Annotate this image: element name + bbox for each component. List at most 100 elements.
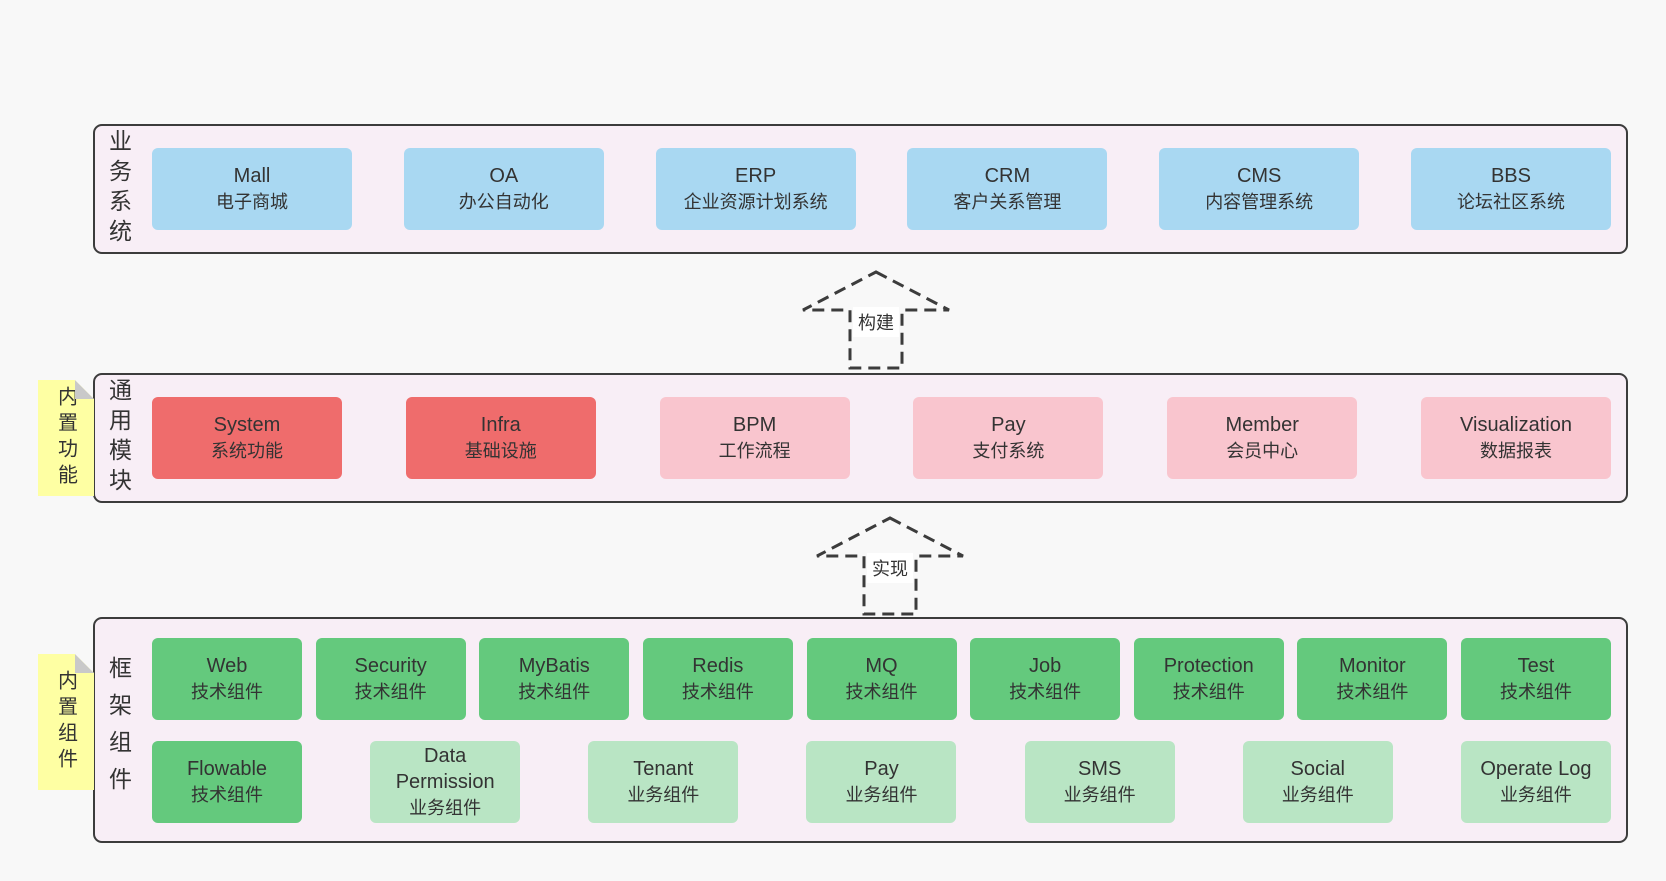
module-crm: CRM 客户关系管理 xyxy=(907,148,1108,230)
layer-title-common-modules: 通用模块 xyxy=(105,378,132,498)
module-test: Test 技术组件 xyxy=(1461,637,1611,720)
folded-corner-icon xyxy=(75,654,94,673)
module-title: Flowable xyxy=(186,757,268,780)
module-title: OA xyxy=(489,165,519,187)
module-subtitle: 业务组件 xyxy=(1063,784,1136,805)
module-subtitle: 论坛社区系统 xyxy=(1456,192,1565,212)
module-subtitle: 技术组件 xyxy=(845,681,918,702)
module-subtitle: 业务组件 xyxy=(627,784,700,805)
module-subtitle: 支付系统 xyxy=(972,441,1045,461)
module-subtitle: 企业资源计划系统 xyxy=(683,192,828,212)
module-flowable: Flowable 技术组件 xyxy=(152,740,302,823)
module-title: Member xyxy=(1225,414,1299,436)
module-subtitle: 技术组件 xyxy=(681,681,754,702)
module-title: CMS xyxy=(1236,165,1282,187)
arrow-build-shape xyxy=(802,270,950,370)
module-subtitle: 业务组件 xyxy=(1281,784,1354,805)
module-visualization: Visualization 数据报表 xyxy=(1420,397,1611,479)
arrow-build: 构建 xyxy=(796,268,956,372)
module-title: SMS xyxy=(1077,757,1122,780)
module-title: Redis xyxy=(692,654,744,677)
module-title: System xyxy=(213,414,281,436)
module-subtitle: 办公自动化 xyxy=(458,192,549,212)
module-subtitle: 技术组件 xyxy=(191,681,263,702)
module-title: Mall xyxy=(233,165,271,187)
module-subtitle: 业务组件 xyxy=(1499,784,1572,805)
common-modules-cards: System 系统功能 Infra 基础设施 BPM 工作流程 Pay 支付系统 Member 会… xyxy=(152,375,1611,501)
module-bbs: BBS 论坛社区系统 xyxy=(1410,148,1611,230)
module-subtitle: 技术组件 xyxy=(191,784,263,805)
module-system: System 系统功能 xyxy=(152,397,342,479)
module-title: Security xyxy=(354,654,427,677)
module-title: Monitor xyxy=(1339,654,1406,677)
module-subtitle: 数据报表 xyxy=(1479,441,1552,461)
module-subtitle: 工作流程 xyxy=(718,441,791,461)
module-title: BPM xyxy=(732,414,777,436)
folded-corner-icon xyxy=(75,380,94,399)
module-title: MyBatis xyxy=(518,654,590,677)
sticky-note-built-in-features: 内置功能 xyxy=(38,380,94,496)
module-title: BBS xyxy=(1490,165,1531,187)
module-redis: Redis 技术组件 xyxy=(642,637,793,720)
arrow-implement-label: 实现 xyxy=(867,553,913,583)
module-data-permission: Data Permission 业务组件 xyxy=(370,740,521,823)
module-pay: Pay 业务组件 xyxy=(806,740,957,823)
module-subtitle: 技术组件 xyxy=(1336,681,1409,702)
module-title: Visualization xyxy=(1460,414,1572,436)
module-title: Social xyxy=(1290,757,1346,780)
module-sms: SMS 业务组件 xyxy=(1024,740,1175,823)
module-mybatis: MyBatis 技术组件 xyxy=(479,637,630,720)
module-tenant: Tenant 业务组件 xyxy=(588,740,739,823)
module-title: ERP xyxy=(735,165,777,187)
module-subtitle: 基础设施 xyxy=(464,441,537,461)
module-mall: Mall 电子商城 xyxy=(152,148,352,230)
module-subtitle: 系统功能 xyxy=(211,441,283,461)
module-monitor: Monitor 技术组件 xyxy=(1297,637,1448,720)
module-pay: Pay 支付系统 xyxy=(913,397,1104,479)
module-subtitle: 技术组件 xyxy=(1500,681,1572,702)
module-title: Tenant xyxy=(633,757,694,780)
layer-title-business-systems: 业务系统 xyxy=(105,129,132,249)
module-title: Test xyxy=(1517,654,1555,677)
module-title: Web xyxy=(206,654,248,677)
module-bpm: BPM 工作流程 xyxy=(659,397,850,479)
module-member: Member 会员中心 xyxy=(1167,397,1358,479)
module-title: Pay xyxy=(864,757,899,780)
module-job: Job 技术组件 xyxy=(970,637,1121,720)
module-title: Operate Log xyxy=(1480,757,1592,780)
module-title: Job xyxy=(1029,654,1062,677)
arrow-build-label: 构建 xyxy=(853,307,899,337)
module-subtitle: 技术组件 xyxy=(1172,681,1245,702)
sticky-note-built-in-components-label: 内置组件 xyxy=(54,670,77,774)
module-infra: Infra 基础设施 xyxy=(405,397,596,479)
module-subtitle: 技术组件 xyxy=(1009,681,1082,702)
layer-business-systems: 业务系统 Mall 电子商城 OA 办公自动化 ERP 企业资源计划系统 CRM 客户关系管理… xyxy=(93,124,1628,254)
module-subtitle: 客户关系管理 xyxy=(953,192,1062,212)
sticky-note-built-in-features-label: 内置功能 xyxy=(54,386,77,490)
arrow-implement-shape xyxy=(816,516,964,616)
sticky-note-built-in-components: 内置组件 xyxy=(38,654,94,790)
module-title: Data Permission xyxy=(395,744,495,793)
module-title: Protection xyxy=(1163,654,1254,677)
module-operate-log: Operate Log 业务组件 xyxy=(1460,740,1611,823)
module-subtitle: 会员中心 xyxy=(1226,441,1299,461)
module-title: MQ xyxy=(865,654,898,677)
module-subtitle: 电子商城 xyxy=(216,192,288,212)
module-subtitle: 业务组件 xyxy=(409,797,482,818)
module-protection: Protection 技术组件 xyxy=(1133,637,1284,720)
module-oa: OA 办公自动化 xyxy=(403,148,604,230)
module-title: Pay xyxy=(991,414,1026,436)
module-social: Social 业务组件 xyxy=(1242,740,1393,823)
arrow-implement: 实现 xyxy=(810,514,970,618)
layer-title-framework-components: 框架组件 xyxy=(105,656,132,804)
module-subtitle: 技术组件 xyxy=(518,681,591,702)
layer-common-modules: 通用模块 System 系统功能 Infra 基础设施 BPM 工作流程 Pay 支付系统 Me… xyxy=(93,373,1628,503)
module-subtitle: 业务组件 xyxy=(845,784,918,805)
module-title: Infra xyxy=(480,414,521,436)
module-title: CRM xyxy=(984,165,1031,187)
